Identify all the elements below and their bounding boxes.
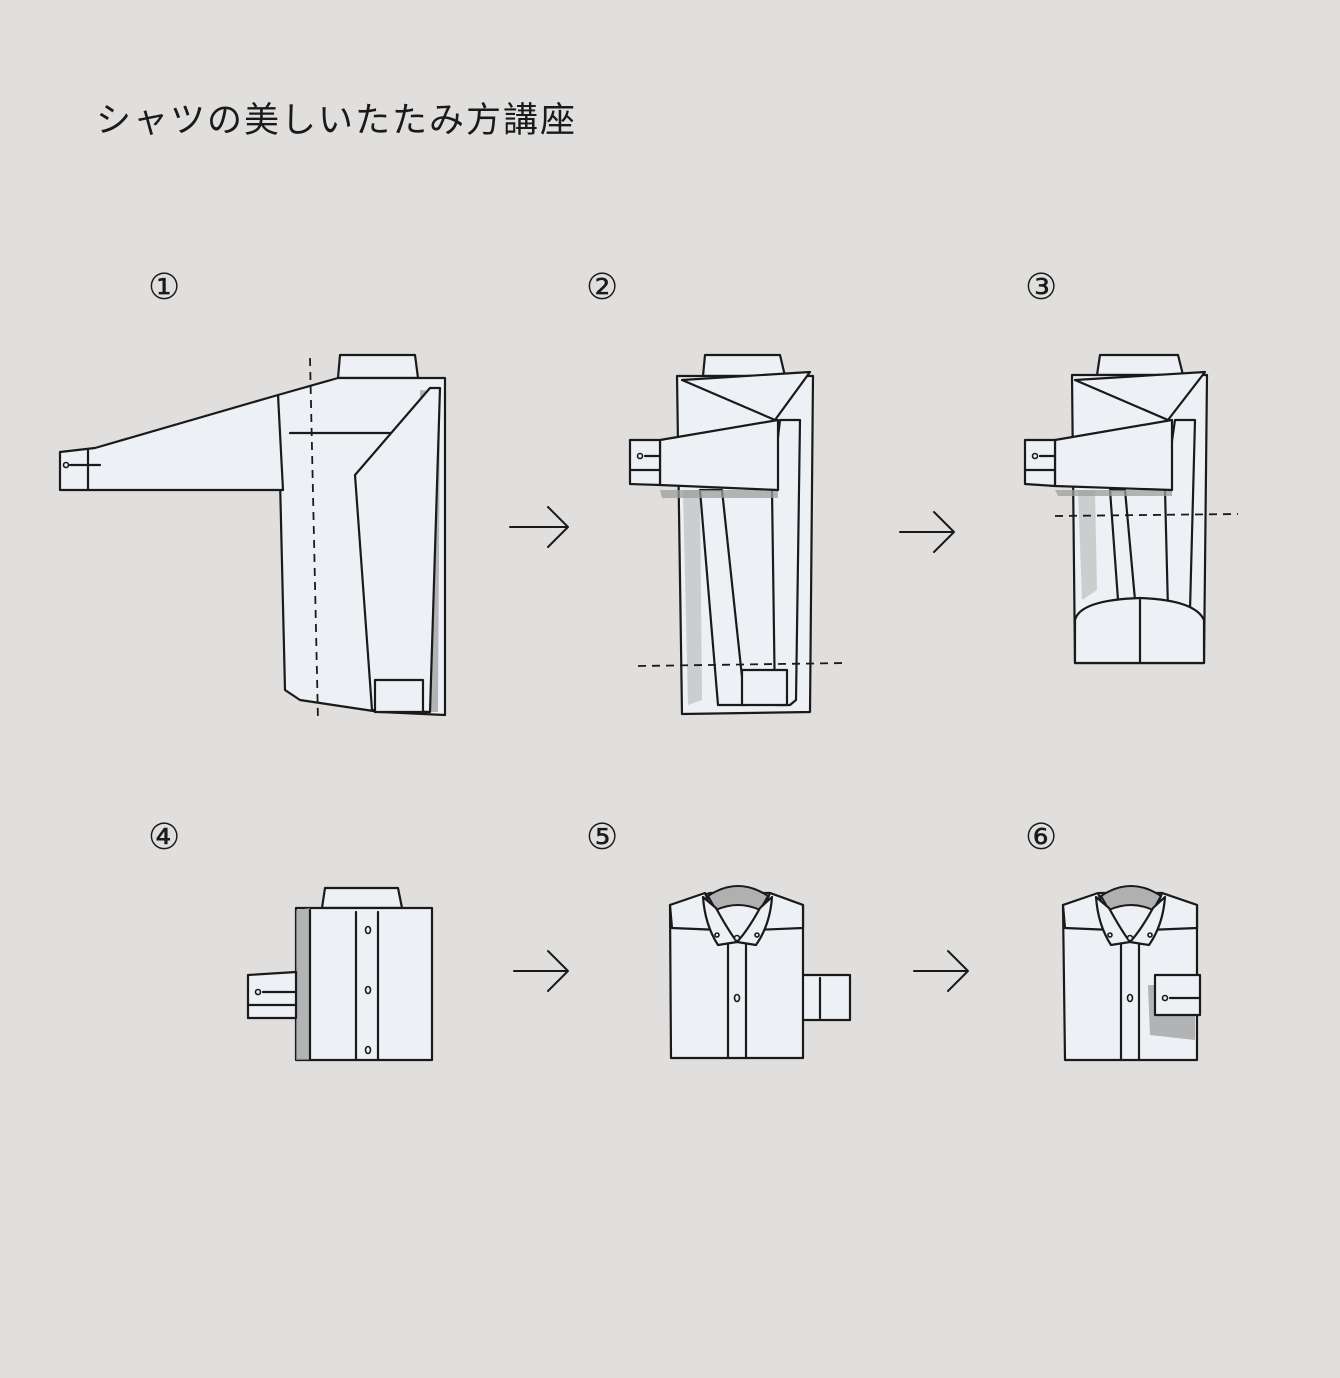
step-number-3: ③	[1025, 267, 1058, 308]
arrow-icon	[899, 511, 955, 553]
shirt-step-1-icon	[58, 353, 447, 721]
step-number-2: ②	[586, 267, 619, 308]
shirt-step-6-icon	[1061, 885, 1202, 1062]
step-number-4: ④	[148, 817, 181, 858]
arrow-icon	[913, 950, 969, 992]
arrow-icon	[509, 506, 569, 548]
step-number-1: ①	[148, 267, 181, 308]
step-number-6: ⑥	[1025, 817, 1058, 858]
shirt-step-3-icon	[1023, 353, 1239, 665]
shirt-step-5-icon	[668, 885, 852, 1060]
arrow-icon	[513, 950, 569, 992]
shirt-step-2-icon	[628, 353, 849, 716]
step-number-5: ⑤	[586, 817, 619, 858]
shirt-step-4-icon	[246, 886, 434, 1062]
page-title: シャツの美しいたたみ方講座	[96, 101, 578, 141]
